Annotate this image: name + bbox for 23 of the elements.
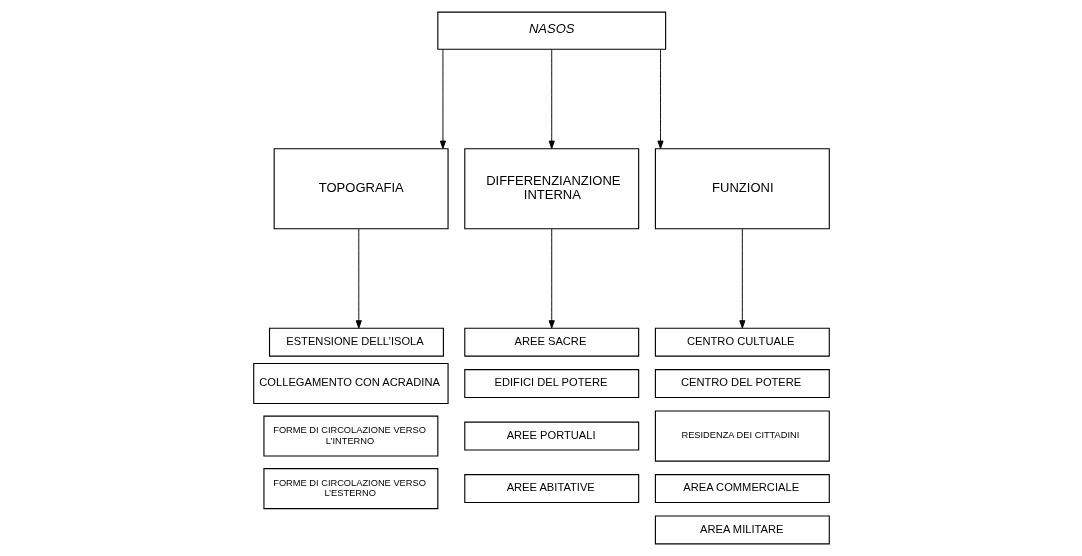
node-box: COLLEGAMENTO CON ACRADINA: [252, 363, 449, 405]
arrow: [439, 48, 446, 149]
arrow: [548, 228, 555, 329]
node-box: AREA MILITARE: [654, 515, 830, 545]
arrow: [548, 48, 555, 149]
arrow: [738, 228, 745, 329]
arrow: [656, 48, 664, 149]
node-box: DIFFERENZIANZIONE INTERNA: [463, 148, 639, 230]
node-box: AREE SACRE: [463, 327, 639, 357]
node-box: NASOS: [436, 11, 666, 50]
node-box: AREA COMMERCIALE: [654, 474, 830, 504]
node-box: RESIDENZA DEI CITTADINI: [654, 410, 830, 462]
node-box: AREE PORTUALI: [463, 421, 639, 451]
node-box: FORME DI CIRCOLAZIONE VERSO L’INTERNO: [262, 415, 438, 457]
node-box: FORME DI CIRCOLAZIONE VERSO L’ESTERNO: [262, 468, 438, 510]
arrow: [355, 228, 362, 329]
node-box: TOPOGRAFIA: [273, 148, 449, 230]
node-box: ESTENSIONE DELL’ISOLA: [268, 327, 444, 357]
node-box: FUNZIONI: [654, 148, 830, 230]
node-box: EDIFICI DEL POTERE: [463, 369, 639, 399]
node-box: AREE ABITATIVE: [463, 474, 639, 504]
node-box: CENTRO DEL POTERE: [654, 369, 830, 399]
node-box: CENTRO CULTUALE: [654, 327, 830, 357]
